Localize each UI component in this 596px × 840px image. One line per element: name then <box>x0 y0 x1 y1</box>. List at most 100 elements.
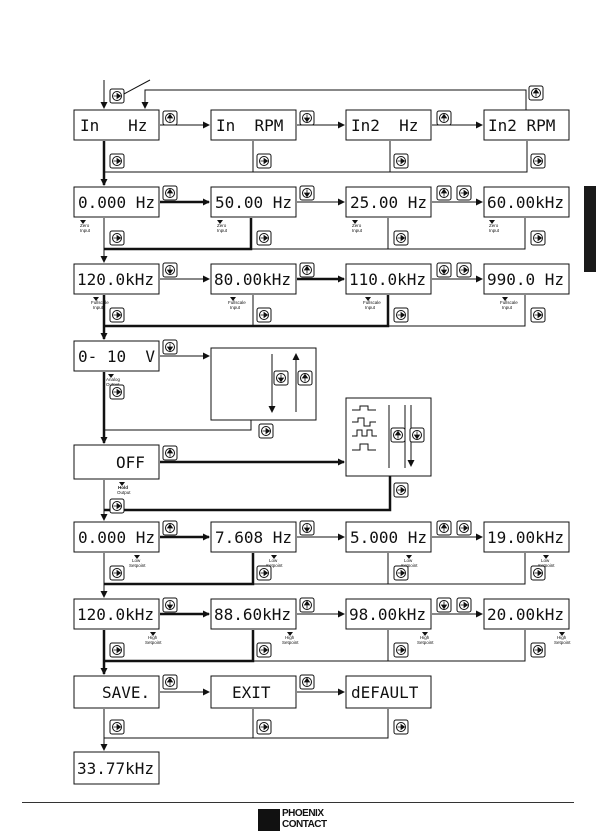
svg-text:Setpoint: Setpoint <box>401 563 418 568</box>
logo-line-1: PHOENIX <box>282 808 324 819</box>
enter-key-icon <box>109 384 125 400</box>
arrow-down-key-icon <box>299 520 315 536</box>
arrow-down-key-icon <box>273 370 289 386</box>
svg-text:Fullscale: Fullscale <box>228 300 246 305</box>
display-in-rpm: In RPM <box>210 109 297 141</box>
arrow-up-key-icon <box>162 110 178 126</box>
display-zero-3: 25.00 Hz <box>345 186 432 218</box>
svg-text:7.608 Hz: 7.608 Hz <box>215 528 292 547</box>
svg-text:Output: Output <box>117 490 131 495</box>
svg-text:88.60kHz: 88.60kHz <box>214 605 291 624</box>
enter-key-icon <box>109 153 125 169</box>
arrow-down-key-icon <box>299 110 315 126</box>
enter-key-icon <box>109 565 125 581</box>
display-hold-output: OFF <box>73 444 160 480</box>
arrow-up-key-icon <box>297 370 313 386</box>
svg-text:Input: Input <box>489 228 500 233</box>
svg-text:Zero: Zero <box>217 223 227 228</box>
display-low-setpoint-4: 19.00kHz <box>483 521 570 553</box>
enter-key-icon <box>393 482 409 498</box>
display-default: dEFAULT <box>345 675 432 709</box>
footer-divider <box>22 802 574 803</box>
enter-key-icon <box>530 153 546 169</box>
display-zero-1: 0.000 Hz <box>73 186 160 218</box>
arrow-up-key-icon <box>436 520 452 536</box>
svg-text:In RPM: In RPM <box>216 116 283 135</box>
arrow-up-key-icon <box>436 110 452 126</box>
svg-text:Low: Low <box>269 558 278 563</box>
arrow-up-key-icon <box>528 85 544 101</box>
display-low-setpoint-2: 7.608 Hz <box>210 521 297 553</box>
svg-text:Analog: Analog <box>106 377 121 382</box>
svg-text:0.000 Hz: 0.000 Hz <box>78 528 155 547</box>
arrow-up-key-icon <box>162 445 178 461</box>
display-low-setpoint-1: 0.000 Hz <box>73 521 160 553</box>
display-exit: EXIT <box>210 675 297 709</box>
svg-text:High: High <box>148 635 158 640</box>
enter-key-icon <box>256 307 272 323</box>
enter-key-icon <box>393 307 409 323</box>
svg-text:50.00 Hz: 50.00 Hz <box>215 193 292 212</box>
svg-text:Hold: Hold <box>118 485 128 490</box>
enter-key-icon <box>530 642 546 658</box>
arrow-up-key-icon <box>299 674 315 690</box>
enter-key-icon <box>393 642 409 658</box>
display-fullscale-4: 990.0 Hz <box>483 263 570 295</box>
svg-text:Setpoint: Setpoint <box>145 640 162 645</box>
svg-text:80.00kHz: 80.00kHz <box>214 270 291 289</box>
enter-key-icon <box>109 88 125 104</box>
svg-text:Input: Input <box>230 305 241 310</box>
svg-text:Zero: Zero <box>80 223 90 228</box>
enter-key-icon <box>109 719 125 735</box>
svg-text:0.000 Hz: 0.000 Hz <box>78 193 155 212</box>
arrow-down-key-icon <box>436 597 452 613</box>
svg-text:Setpoint: Setpoint <box>554 640 571 645</box>
svg-text:Fullscale: Fullscale <box>363 300 381 305</box>
svg-text:990.0 Hz: 990.0 Hz <box>487 270 564 289</box>
svg-text:98.00kHz: 98.00kHz <box>349 605 426 624</box>
phoenix-contact-logo: PHOENIX CONTACT <box>258 809 336 831</box>
svg-text:High: High <box>420 635 430 640</box>
svg-text:120.0kHz: 120.0kHz <box>77 270 154 289</box>
svg-text:Setpoint: Setpoint <box>266 563 283 568</box>
svg-text:5.000 Hz: 5.000 Hz <box>350 528 427 547</box>
enter-key-icon <box>109 307 125 323</box>
arrow-up-key-icon <box>162 185 178 201</box>
svg-text:In2 Hz: In2 Hz <box>351 116 418 135</box>
enter-key-icon <box>456 262 472 278</box>
display-final-value: 33.77kHz <box>73 751 160 785</box>
logo-mark-icon <box>258 809 280 831</box>
svg-text:SAVE.: SAVE. <box>102 683 150 702</box>
svg-text:Input: Input <box>352 228 363 233</box>
section-tab <box>584 186 596 272</box>
enter-key-icon <box>393 230 409 246</box>
arrow-down-key-icon <box>409 427 425 443</box>
svg-text:Low: Low <box>541 558 550 563</box>
arrow-down-key-icon <box>162 597 178 613</box>
enter-key-icon <box>109 230 125 246</box>
enter-key-icon <box>530 565 546 581</box>
enter-key-icon <box>256 153 272 169</box>
display-fullscale-1: 120.0kHz <box>73 263 160 295</box>
svg-text:Input: Input <box>217 228 228 233</box>
enter-key-icon <box>456 597 472 613</box>
enter-key-icon <box>393 719 409 735</box>
display-in2-rpm: In2 RPM <box>483 109 570 141</box>
svg-text:Low: Low <box>132 558 141 563</box>
enter-key-icon <box>530 307 546 323</box>
svg-text:Setpoint: Setpoint <box>282 640 299 645</box>
display-save: SAVE. <box>73 675 160 709</box>
enter-key-icon <box>393 153 409 169</box>
arrow-up-key-icon <box>162 520 178 536</box>
display-zero-2: 50.00 Hz <box>210 186 297 218</box>
svg-text:Input: Input <box>80 228 91 233</box>
svg-text:dEFAULT: dEFAULT <box>351 683 419 702</box>
svg-text:Fullscale: Fullscale <box>500 300 518 305</box>
display-high-setpoint-3: 98.00kHz <box>345 598 432 630</box>
enter-key-icon <box>109 498 125 514</box>
pointer-markers <box>80 220 565 636</box>
svg-text:120.0kHz: 120.0kHz <box>77 605 154 624</box>
svg-text:In2 RPM: In2 RPM <box>488 116 555 135</box>
